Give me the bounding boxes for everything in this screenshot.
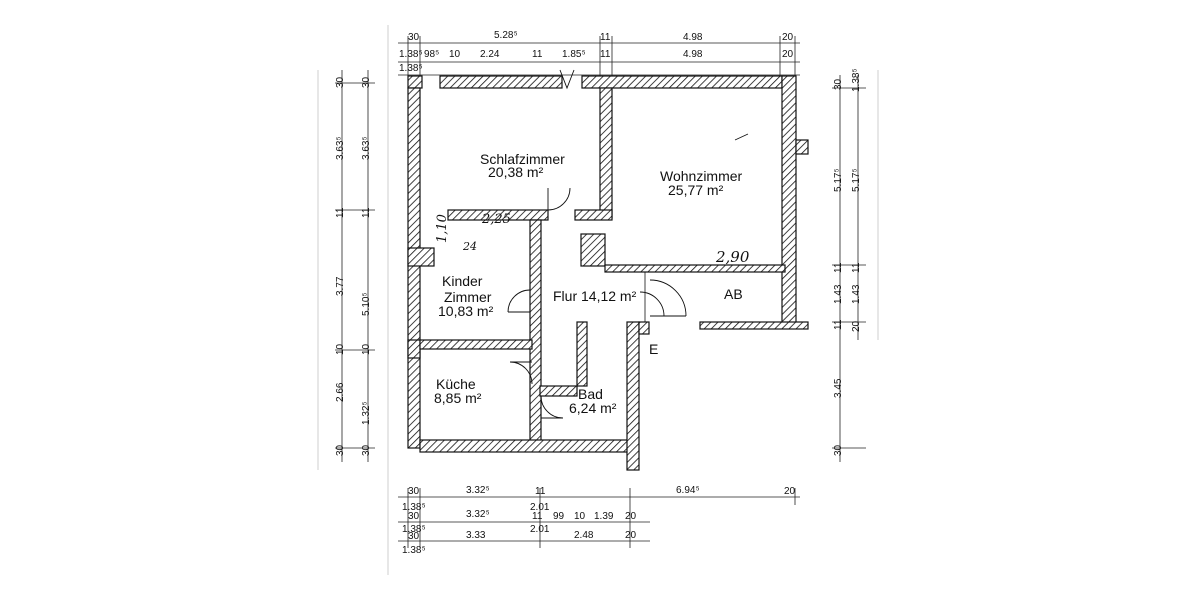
dim-top-r2-8: 20: [782, 49, 794, 60]
dim-top-r2-1: 98⁵: [424, 49, 440, 60]
dim-right-c2-4: 20: [851, 320, 862, 332]
dim-left-c2-3: 5.10⁵: [361, 292, 372, 316]
dim-left-c2-6: 30: [361, 444, 372, 456]
room-flur-name: Flur: [553, 288, 578, 304]
dim-bottom-r2-2: 30: [408, 511, 420, 522]
dim-bottom-r3-3: 3.33: [466, 530, 486, 541]
dim-bottom-r1-2: 11: [535, 486, 546, 497]
dim-right-c2-1: 5.17⁵: [851, 168, 862, 192]
dim-bottom-r2-0: 1.38⁵: [402, 502, 426, 513]
dim-bottom-r2-4: 11: [532, 511, 543, 522]
dimension-lines-top: [398, 36, 800, 82]
dim-left-c1-0: 30: [335, 76, 346, 88]
dim-right-c2-0: 1.38⁵: [851, 68, 862, 92]
dim-top-r1-2: 11: [600, 32, 611, 43]
dim-left-c1-4: 10: [335, 343, 346, 355]
dim-right-c1-4: 11: [833, 319, 844, 330]
dim-left-c1-1: 3.63⁵: [335, 136, 346, 160]
dim-left-c2-0: 30: [361, 76, 372, 88]
dim-top-r2-6: 11: [600, 49, 611, 60]
dim-top-r1-0: 30: [408, 32, 420, 43]
dimension-lines-right: [832, 75, 866, 462]
room-bad-name: Bad: [578, 386, 603, 402]
dim-left-c2-1: 3.63⁵: [361, 136, 372, 160]
dim-left-c2-4: 10: [361, 343, 372, 355]
dim-top-r2-5: 1.85⁵: [562, 49, 586, 60]
dim-bottom-r2-8: 20: [625, 511, 637, 522]
dim-left-c1-5: 2.66: [335, 382, 346, 402]
handwritten-note-2: 2,25: [482, 212, 511, 227]
dim-left-c1-6: 30: [335, 444, 346, 456]
walls: [407, 75, 809, 471]
handwritten-note-3: 24: [463, 240, 477, 253]
entrance-label: E: [649, 341, 659, 357]
scan-artifacts: [317, 25, 879, 575]
dim-top-r2-3: 2.24: [480, 49, 500, 60]
dim-top-r1-1: 5.28⁵: [494, 30, 518, 41]
dim-right-c1-6: 30: [833, 444, 844, 456]
room-schlafzimmer-name: Schlafzimmer: [480, 151, 565, 167]
room-kinderzimmer-name-2: Zimmer: [444, 289, 492, 305]
dim-right-c1-5: 3.45: [833, 378, 844, 398]
dim-bottom-r1-1: 3.32⁵: [466, 485, 490, 496]
dim-right-c1-3: 1.43: [833, 284, 844, 304]
dim-bottom-r2-7: 1.39: [594, 511, 614, 522]
dim-bottom-r2-3: 3.32⁵: [466, 509, 490, 520]
dim-right-c1-2: 11: [833, 262, 844, 273]
dim-right-c2-2: 11: [851, 262, 862, 273]
dim-top-r1-3: 4.98: [683, 32, 703, 43]
room-bad-area: 6,24 m²: [569, 400, 617, 416]
dim-right-c2-3: 1.43: [851, 284, 862, 304]
room-flur-area: 14,12 m²: [581, 288, 637, 304]
dim-bottom-r4-0: 1.38⁵: [402, 545, 426, 556]
dim-right-c1-1: 5.17⁵: [833, 168, 844, 192]
dim-bottom-r2-5: 99: [553, 511, 565, 522]
room-kinderzimmer-area: 10,83 m²: [438, 303, 494, 319]
room-ab-name: AB: [724, 286, 743, 302]
door-swings: [507, 69, 687, 419]
dim-left-c2-5: 1.32⁵: [361, 401, 372, 425]
dim-left-c2-2: 11: [361, 207, 372, 218]
stair-mark: [644, 133, 749, 322]
dim-bottom-r3-1: 2.01: [530, 524, 550, 535]
room-wohnzimmer-name: Wohnzimmer: [660, 168, 743, 184]
room-kueche-area: 8,85 m²: [434, 390, 482, 406]
dim-top-r1-4: 20: [782, 32, 794, 43]
dim-bottom-r3-0: 1.38⁵: [402, 524, 426, 535]
dim-top-r2-4: 11: [532, 49, 543, 60]
dim-bottom-r1-4: 20: [784, 486, 796, 497]
dim-left-c1-2: 11: [335, 207, 346, 218]
room-kueche-name: Küche: [436, 376, 476, 392]
handwritten-note-4: 2,90: [716, 248, 750, 266]
dimension-lines-bottom: [398, 488, 800, 548]
room-schlafzimmer-area: 20,38 m²: [488, 164, 544, 180]
dim-bottom-r3-4: 2.48: [574, 530, 594, 541]
dim-left-c1-3: 3.77: [335, 276, 346, 296]
dim-right-c1-0: 30: [833, 78, 844, 90]
dim-bottom-r3-2: 30: [408, 531, 420, 542]
dimension-lines-left: [335, 70, 375, 462]
dim-bottom-r1-3: 6.94⁵: [676, 485, 700, 496]
dim-top-r2-2: 10: [449, 49, 461, 60]
dim-bottom-r2-1: 2.01: [530, 502, 550, 513]
dim-bottom-r1-0: 30: [408, 486, 420, 497]
room-wohnzimmer-area: 25,77 m²: [668, 182, 724, 198]
room-kinderzimmer-name-1: Kinder: [442, 273, 483, 289]
dim-bottom-r3-5: 20: [625, 530, 637, 541]
dim-bottom-r2-6: 10: [574, 511, 586, 522]
handwritten-note-1: 1,10: [435, 214, 450, 243]
dim-top-r2-0: 1.38⁵: [399, 49, 423, 60]
dim-top-r3-0: 1.38⁵: [399, 63, 423, 74]
dim-top-r2-7: 4.98: [683, 49, 703, 60]
